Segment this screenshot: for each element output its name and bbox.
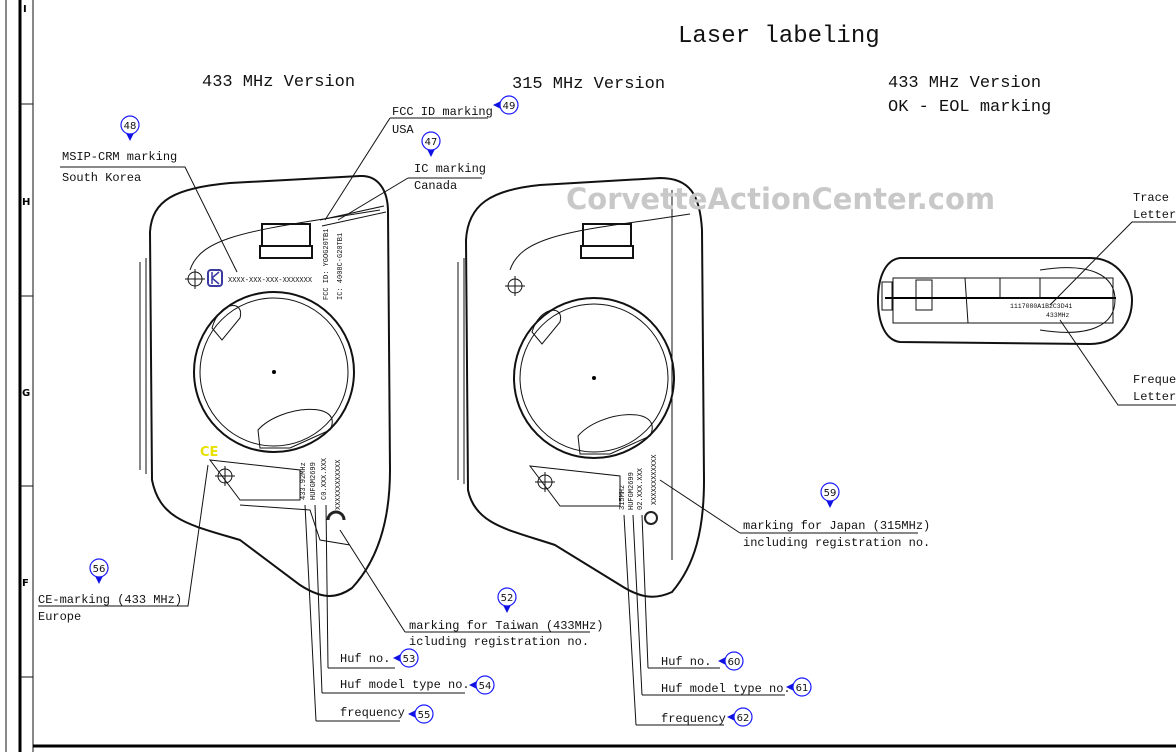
drawing-frame: I H G F <box>5 0 1176 752</box>
trace-code-marking: 1117080A1B2C3D41 <box>1010 303 1073 310</box>
huf-no-label-left: Huf no. <box>340 652 390 666</box>
mid-japan-reg-marking: XXXXXXXXXXXX <box>651 454 659 505</box>
frequency-label-mid: frequency <box>661 712 726 726</box>
ce-region: Europe <box>38 610 81 624</box>
callout-badge-48: 48 <box>120 115 140 141</box>
leader-lines <box>38 117 1176 726</box>
svg-text:59: 59 <box>824 488 837 499</box>
left-frequency-marking: 433.92MHz <box>300 462 308 500</box>
huf-model-label-left: Huf model type no. <box>340 678 470 692</box>
taiwan-label: marking for Taiwan (433MHz) <box>409 619 603 633</box>
callout-badge-53: 53 <box>393 648 419 668</box>
japan-reg-label: including registration no. <box>743 536 930 550</box>
callout-badge-62: 62 <box>727 707 753 727</box>
version-middle-title: 315 MHz Version <box>512 75 665 94</box>
callout-badge-61: 61 <box>786 677 812 697</box>
svg-text:47: 47 <box>425 137 438 148</box>
eol-frequency-marking: 433MHz <box>1046 312 1070 319</box>
row-letter-f: F <box>22 578 29 589</box>
frequency-label-right-2: Letter <box>1133 390 1176 404</box>
svg-text:55: 55 <box>418 710 431 721</box>
svg-text:62: 62 <box>737 713 750 724</box>
msip-country: South Korea <box>62 171 141 185</box>
watermark: CorvetteActionCenter.com <box>566 182 995 216</box>
ce-label: CE-marking (433 MHz) <box>38 593 182 607</box>
fob-433-side-eol: 1117080A1B2C3D41 433MHz <box>876 257 1134 346</box>
svg-text:54: 54 <box>479 681 492 692</box>
ce-mark-icon: CE <box>200 445 218 460</box>
callout-badge-54: 54 <box>469 675 495 695</box>
svg-text:60: 60 <box>728 657 741 668</box>
taiwan-mark-icon <box>326 510 346 521</box>
svg-text:56: 56 <box>93 564 106 575</box>
taiwan-reg-label: icluding registration no. <box>409 635 589 649</box>
fob-315-front: 315MHz HUFGM2699 02.XXX.XXX XXXXXXXXXXXX <box>457 176 706 598</box>
japan-mark-icon <box>644 511 658 525</box>
callout-badge-56: 56 <box>89 558 109 584</box>
left-taiwan-reg-marking: XXXXXXXXXXXX <box>335 459 343 510</box>
svg-text:61: 61 <box>796 683 809 694</box>
frequency-label-right: Freque <box>1133 373 1176 387</box>
frequency-label-left: frequency <box>340 706 405 720</box>
svg-text:52: 52 <box>501 593 514 604</box>
callout-badge-49: 49 <box>493 95 519 115</box>
ic-country: Canada <box>414 179 457 193</box>
crosshair-icon <box>505 276 555 492</box>
mid-model-marking: HUFGM2699 <box>628 472 636 510</box>
ic-label: IC marking <box>414 162 486 176</box>
svg-text:49: 49 <box>503 101 516 112</box>
mid-huf-marking: 02.XXX.XXX <box>637 467 645 510</box>
callout-badge-52: 52 <box>497 587 517 613</box>
callout-badge-59: 59 <box>820 482 840 508</box>
msip-label: MSIP-CRM marking <box>62 150 177 164</box>
trace-label-2: Letter <box>1133 208 1176 222</box>
version-left-title: 433 MHz Version <box>202 73 355 92</box>
fcc-country: USA <box>392 123 414 137</box>
fcc-id-marking: FCC ID: YGOG20TB1 <box>323 229 331 300</box>
kc-code-marking: XXXX-XXX-XXX-XXXXXXX <box>228 277 313 285</box>
fcc-label: FCC ID marking <box>392 105 493 119</box>
svg-text:48: 48 <box>124 121 137 132</box>
japan-label: marking for Japan (315MHz) <box>743 519 930 533</box>
trace-label: Trace <box>1133 191 1169 205</box>
row-letter-h: H <box>22 197 30 208</box>
crosshair-icon <box>185 269 235 486</box>
left-model-marking: HUFGM2699 <box>310 462 318 500</box>
page-title: Laser labeling <box>678 23 880 50</box>
callout-badge-60: 60 <box>718 651 744 671</box>
version-right-subtitle: OK - EOL marking <box>888 98 1051 117</box>
fob-433-front: XXXX-XXX-XXX-XXXXXXX FCC ID: YGOG20TB1 I… <box>139 174 392 597</box>
huf-model-label-mid: Huf model type no. <box>661 682 791 696</box>
mid-frequency-marking: 315MHz <box>619 485 627 510</box>
callout-badge-47: 47 <box>421 131 441 157</box>
callout-badge-55: 55 <box>408 704 434 724</box>
svg-text:53: 53 <box>403 654 416 665</box>
huf-no-label-mid: Huf no. <box>661 655 711 669</box>
left-huf-marking: C0.XXX.XXX <box>321 457 329 500</box>
row-letter-g: G <box>22 388 30 399</box>
row-letter-i: I <box>23 4 27 15</box>
ic-id-marking: IC: 4008C-G20TB1 <box>337 233 345 300</box>
kc-mark-icon <box>207 269 223 287</box>
version-right-title: 433 MHz Version <box>888 74 1041 93</box>
